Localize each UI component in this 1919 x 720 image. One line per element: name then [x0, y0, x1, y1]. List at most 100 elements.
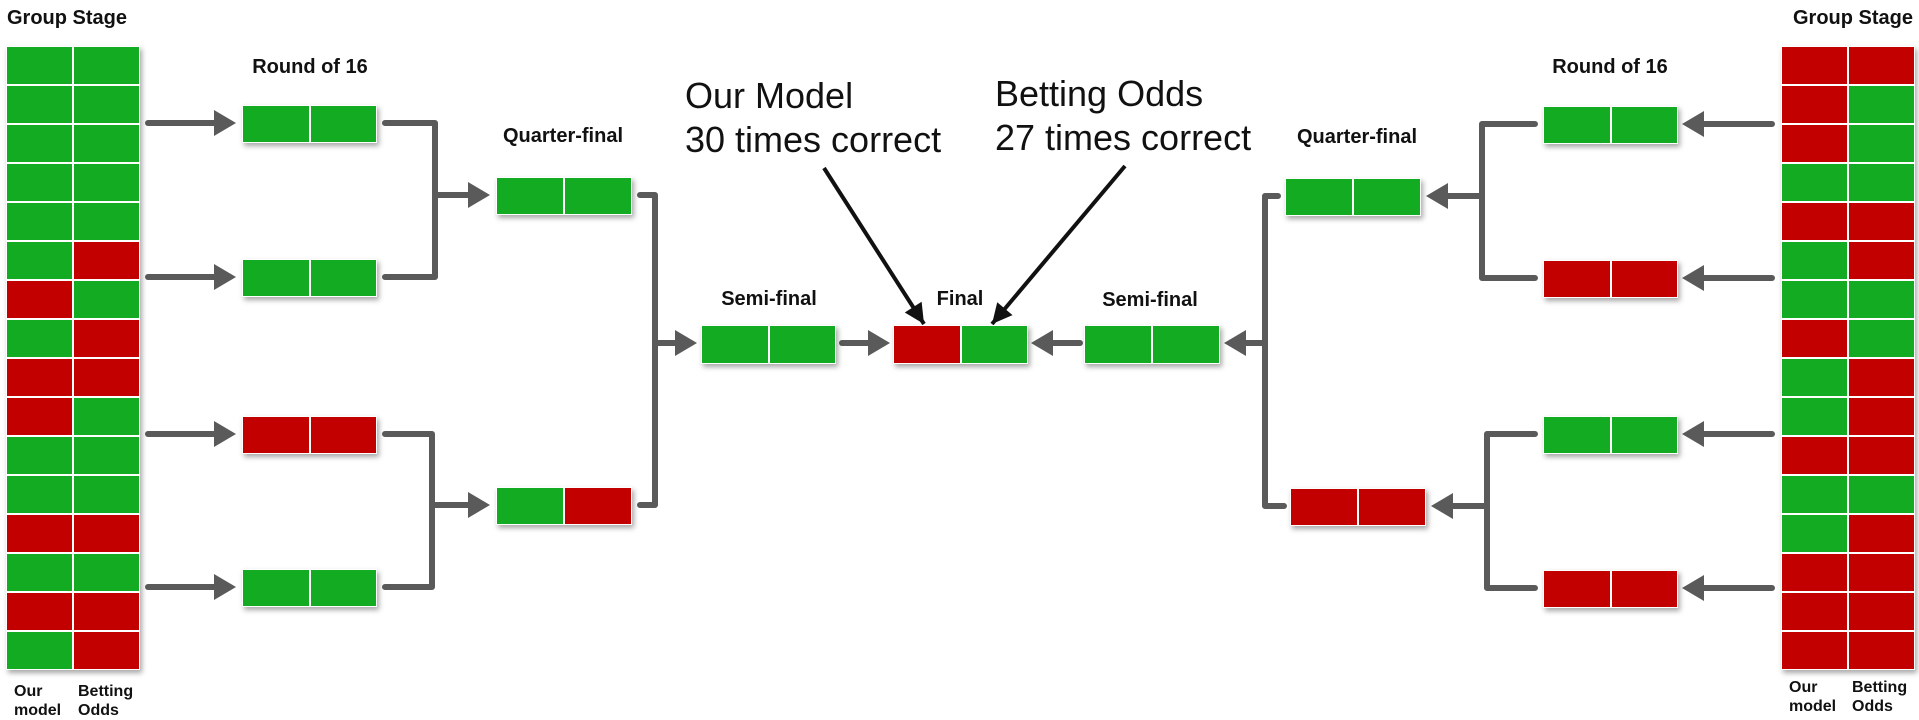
betting-odds-cell-correct	[74, 47, 139, 84]
our-model-cell-incorrect	[1544, 261, 1610, 297]
our-model-cell-correct	[7, 86, 72, 123]
our-model-cell-correct	[1085, 326, 1151, 363]
betting-odds-cell-correct	[74, 554, 139, 591]
arrowhead	[1682, 111, 1704, 137]
arrowhead	[1031, 330, 1053, 356]
our-model-cell-correct	[243, 106, 309, 142]
match-final	[893, 325, 1028, 364]
our-model-cell-incorrect	[1782, 203, 1847, 240]
match-semi-final-left	[701, 325, 836, 364]
betting-odds-cell-incorrect	[1849, 242, 1914, 279]
our-model-cell-incorrect	[894, 326, 960, 363]
betting-odds-cell-incorrect	[74, 320, 139, 357]
our-model-label-left: Our model	[14, 683, 62, 719]
r16-bracket-right-bottom	[1484, 431, 1538, 591]
final-label: Final	[936, 288, 984, 310]
betting-odds-cell-correct	[1849, 320, 1914, 357]
our-model-cell-incorrect	[1782, 632, 1847, 669]
quarter-final-label-left: Quarter-final	[502, 125, 624, 147]
group-stage-grid-left	[6, 46, 140, 670]
our-model-annotation-count: 30 times correct	[685, 119, 942, 160]
betting-odds-cell-correct	[1354, 179, 1420, 215]
betting-odds-cell-correct	[74, 281, 139, 318]
pointer-arrowhead	[992, 302, 1013, 324]
our-model-cell-correct	[1782, 164, 1847, 201]
betting-odds-cell-correct	[74, 164, 139, 201]
betting-odds-cell-correct	[1611, 417, 1677, 453]
our-model-cell-incorrect	[1782, 437, 1847, 474]
our-model-cell-correct	[1782, 476, 1847, 513]
quarter-final-label-right: Quarter-final	[1296, 126, 1418, 148]
our-model-cell-incorrect	[7, 359, 72, 396]
betting-odds-annotation-count: 27 times correct	[995, 117, 1252, 158]
our-model-cell-correct	[1544, 417, 1610, 453]
our-model-cell-incorrect	[1782, 86, 1847, 123]
our-model-cell-correct	[7, 554, 72, 591]
our-model-cell-correct	[1782, 242, 1847, 279]
group-stage-label-right: Group Stage	[1792, 7, 1913, 29]
our-model-cell-correct	[7, 164, 72, 201]
our-model-cell-correct	[7, 476, 72, 513]
qf-bracket-left	[637, 192, 658, 508]
arrowhead	[468, 492, 490, 518]
arrowhead	[468, 182, 490, 208]
match-quarter-final-left	[496, 487, 632, 525]
betting-odds-cell-correct	[310, 260, 376, 296]
betting-odds-pointer-arrow	[990, 164, 1127, 326]
our-model-cell-correct	[1544, 107, 1610, 143]
match-semi-final-right	[1084, 325, 1220, 364]
arrowhead	[214, 264, 236, 290]
semi-final-label-right: Semi-final	[1102, 289, 1198, 311]
pointer-arrowhead	[904, 301, 924, 324]
betting-odds-cell-incorrect	[1849, 398, 1914, 435]
arrowhead	[1224, 330, 1246, 356]
our-model-cell-incorrect	[1544, 571, 1610, 607]
betting-odds-cell-correct	[961, 326, 1027, 363]
our-model-cell-incorrect	[1782, 320, 1847, 357]
our-model-cell-incorrect	[243, 417, 309, 453]
our-model-cell-correct	[1782, 359, 1847, 396]
group-stage-grid-right	[1781, 46, 1915, 670]
match-round-of-16-right	[1543, 260, 1678, 298]
betting-odds-cell-correct	[74, 125, 139, 162]
round-of-16-label-right: Round of 16	[1552, 56, 1668, 78]
our-model-cell-correct	[7, 125, 72, 162]
match-quarter-final-right	[1285, 178, 1421, 216]
betting-odds-cell-incorrect	[1849, 554, 1914, 591]
betting-odds-cell-correct	[1153, 326, 1219, 363]
r16-bracket-left-top	[382, 120, 438, 280]
our-model-annotation: Our Model 30 times correct	[685, 74, 941, 162]
betting-odds-cell-incorrect	[74, 242, 139, 279]
betting-odds-cell-correct	[74, 86, 139, 123]
qf-bracket-right	[1262, 193, 1287, 509]
our-model-cell-correct	[7, 47, 72, 84]
our-model-cell-incorrect	[1782, 47, 1847, 84]
betting-odds-cell-incorrect	[565, 488, 631, 524]
betting-odds-cell-incorrect	[1849, 632, 1914, 669]
our-model-cell-incorrect	[7, 281, 72, 318]
our-model-cell-correct	[497, 178, 563, 214]
betting-odds-label-left: Betting Odds	[78, 683, 134, 719]
our-model-annotation-title: Our Model	[685, 75, 854, 116]
our-model-cell-correct	[1782, 398, 1847, 435]
round-of-16-label-left: Round of 16	[252, 56, 368, 78]
our-model-cell-incorrect	[7, 398, 72, 435]
match-round-of-16-right	[1543, 570, 1678, 608]
betting-odds-cell-incorrect	[1611, 571, 1677, 607]
our-model-cell-incorrect	[1782, 593, 1847, 630]
our-model-cell-incorrect	[7, 515, 72, 552]
betting-odds-cell-incorrect	[1849, 203, 1914, 240]
our-model-cell-correct	[243, 570, 309, 606]
betting-odds-cell-correct	[1849, 86, 1914, 123]
arrowhead	[1431, 493, 1453, 519]
betting-odds-cell-correct	[1849, 164, 1914, 201]
betting-odds-cell-incorrect	[1849, 515, 1914, 552]
our-model-cell-correct	[702, 326, 768, 363]
arrowhead	[1426, 183, 1448, 209]
betting-odds-cell-correct	[310, 570, 376, 606]
betting-odds-cell-correct	[769, 326, 835, 363]
our-model-cell-incorrect	[1782, 554, 1847, 591]
betting-odds-cell-correct	[1849, 476, 1914, 513]
betting-odds-label-right: Betting Odds	[1852, 679, 1908, 715]
